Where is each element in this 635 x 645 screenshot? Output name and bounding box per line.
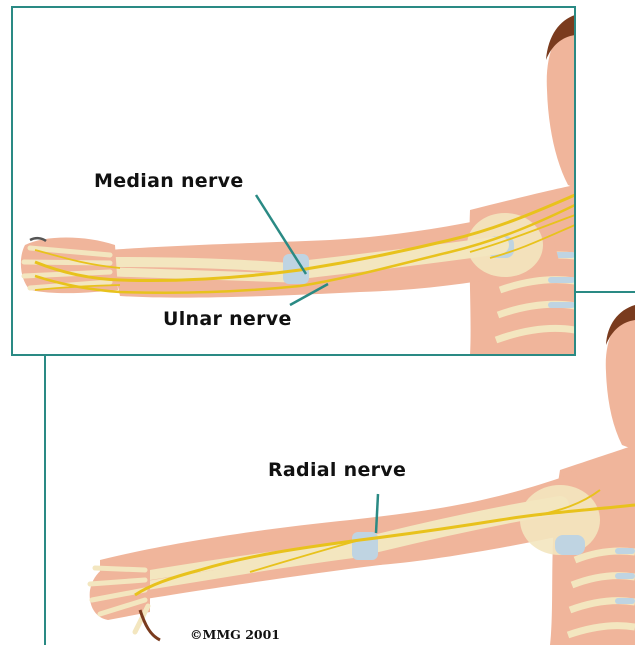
ulnar-nerve-label: Ulnar nerve	[163, 308, 292, 330]
hand-bottom	[90, 559, 160, 640]
copyright-notice: ©MMG 2001	[190, 627, 280, 642]
radial-nerve-label: Radial nerve	[268, 459, 406, 481]
median-nerve-label: Median nerve	[94, 170, 244, 192]
